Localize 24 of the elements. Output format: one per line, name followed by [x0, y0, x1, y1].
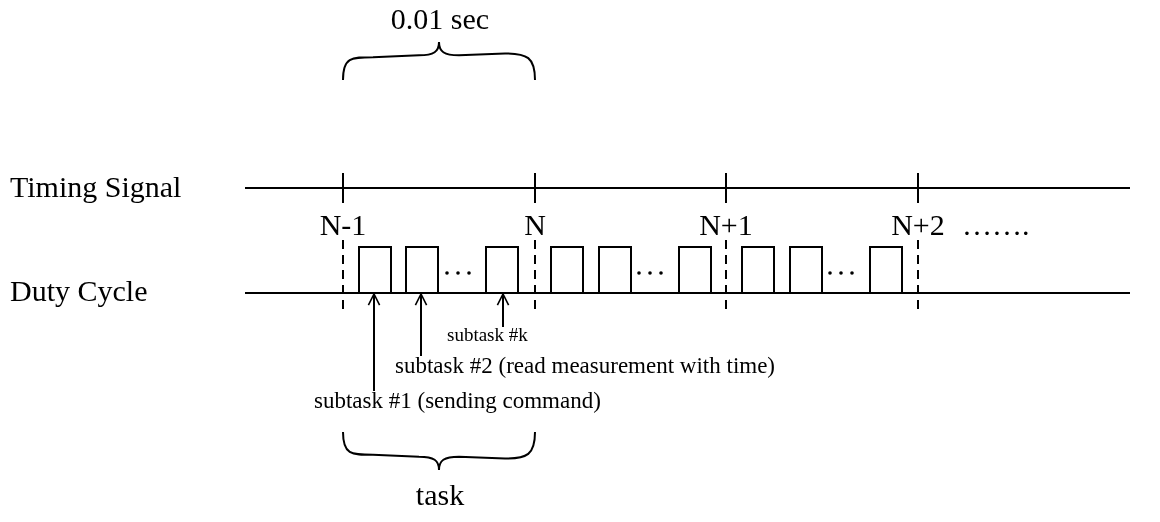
pulse-box: [405, 246, 439, 293]
cycle-index: N-1: [319, 210, 367, 240]
signal-name: Duty Cycle: [10, 276, 148, 306]
pulse-box: [741, 246, 775, 293]
subtask-label: subtask #2 (read measurement with time): [395, 354, 777, 377]
pulse-box: [550, 246, 584, 293]
brace-label: task: [415, 480, 465, 510]
pulse-box: [789, 246, 823, 293]
leader-arrow: [414, 293, 428, 357]
leader-arrow: [496, 293, 510, 328]
pulse-box: [485, 246, 519, 293]
pulse-box: [869, 246, 903, 293]
duration-label: 0.01 sec: [390, 4, 490, 34]
pulse-box: [598, 246, 632, 293]
ellipsis-text: …….: [962, 210, 1030, 240]
leader-arrow: [367, 293, 381, 392]
pulse-box: [678, 246, 712, 293]
signal-name: Timing Signal: [10, 172, 182, 202]
cycle-index: N+2: [891, 210, 945, 240]
cycle-index: N+1: [699, 210, 753, 240]
cycle-index: N: [524, 210, 546, 240]
subtask-label: subtask #k: [447, 325, 529, 344]
pulse-box: [358, 246, 392, 293]
subtask-label: subtask #1 (sending command): [314, 389, 602, 412]
